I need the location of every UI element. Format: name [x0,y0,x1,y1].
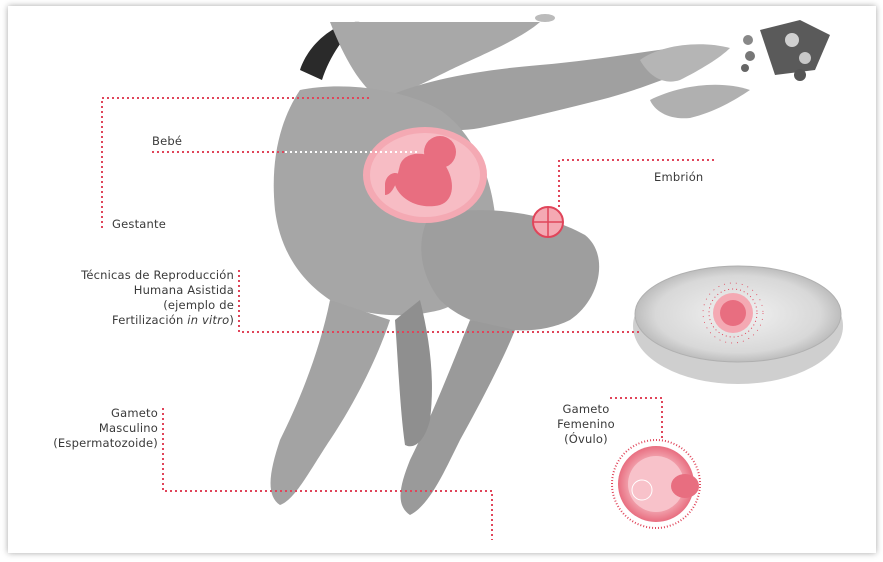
embryo-icon [533,207,563,237]
label-gameto-masculino-line2: Masculino [24,421,158,436]
label-tecnicas-line2: Humana Asistida [40,283,234,298]
ovum-icon [612,440,700,528]
label-gameto-femenino: Gameto Femenino (Óvulo) [546,402,626,447]
label-gameto-femenino-line3: (Óvulo) [546,432,626,447]
label-gameto-femenino-line1: Gameto [546,402,626,417]
label-gameto-masculino-line1: Gameto [24,406,158,421]
label-tecnicas-line4: Fertilización in vitro) [40,313,234,328]
fetus-icon [363,127,487,223]
label-bebe: Bebé [152,134,182,149]
label-tecnicas: Técnicas de Reproducción Humana Asistida… [40,268,234,328]
label-gameto-femenino-line2: Femenino [546,417,626,432]
label-embrion: Embrión [654,170,703,185]
label-tecnicas-line4-normal: Fertilización [112,313,187,327]
pregnant-woman-illustration [271,22,750,515]
label-tecnicas-line3: (ejemplo de [40,298,234,313]
label-tecnicas-line4-italic: in vitro [187,313,229,327]
label-gameto-masculino-line3: (Espermatozoide) [24,436,158,451]
label-tecnicas-line4-close: ) [229,313,234,327]
label-tecnicas-line1: Técnicas de Reproducción [40,268,234,283]
petri-dish-icon [633,266,843,384]
label-gestante: Gestante [112,217,166,232]
label-gameto-masculino: Gameto Masculino (Espermatozoide) [24,406,158,451]
